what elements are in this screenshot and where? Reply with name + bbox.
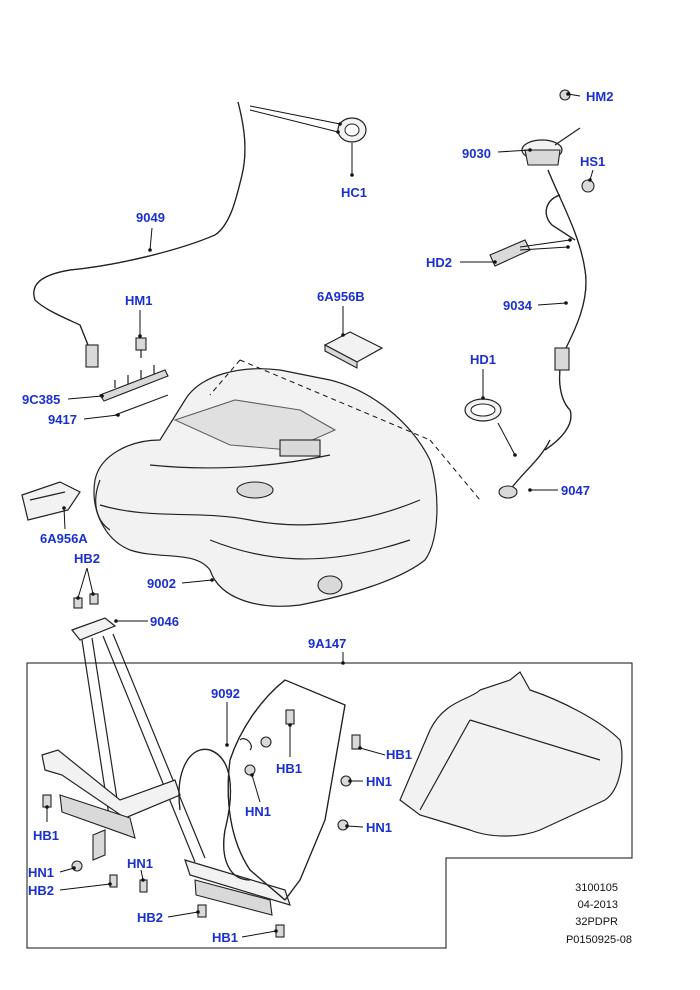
fuel-tank: [93, 368, 438, 607]
leader-dot: [493, 260, 497, 264]
callout-6a956a: 6A956A: [40, 531, 88, 546]
callout-9047: 9047: [561, 483, 590, 498]
hose-9049: [33, 101, 246, 368]
bracket-9c385: [99, 365, 169, 402]
leader-dot: [345, 824, 349, 828]
leader-dot: [210, 578, 214, 582]
callout-9092: 9092: [211, 686, 240, 701]
leader-dot: [350, 173, 354, 177]
nut-hs1: [581, 179, 595, 193]
leader-dot: [341, 333, 345, 337]
callout-hd1: HD1: [470, 352, 496, 367]
leader-dot: [62, 506, 66, 510]
clamp-hd1: [464, 398, 502, 422]
leader-dot: [141, 878, 145, 882]
leader-dot: [148, 248, 152, 252]
leader-dot: [568, 238, 572, 242]
leader-dot: [114, 619, 118, 623]
clip-hm1: [135, 337, 147, 358]
leader-dot: [336, 130, 340, 134]
leader-dot: [288, 723, 292, 727]
filler-cap-9030: [521, 127, 581, 166]
cradle-left: [41, 749, 181, 839]
leader-dot: [481, 396, 485, 400]
callout-9002: 9002: [147, 576, 176, 591]
leader-dot: [108, 882, 112, 886]
leader-dot: [45, 805, 49, 809]
fasteners: [42, 709, 361, 938]
leader-lines: [46, 93, 594, 938]
callout-9a147: 9A147: [308, 636, 346, 651]
leader-dot: [250, 773, 254, 777]
leader-dot: [91, 592, 95, 596]
leader-dot: [138, 334, 142, 338]
callout-hn1-r1: HN1: [366, 774, 392, 789]
callout-hm2: HM2: [586, 89, 613, 104]
leader-dot: [566, 245, 570, 249]
bolts-hb2-top: [73, 593, 99, 609]
leader-dot: [528, 148, 532, 152]
callout-9c385: 9C385: [22, 392, 60, 407]
callout-hn1-left: HN1: [28, 865, 54, 880]
hose-9047: [498, 439, 551, 499]
callout-hs1: HS1: [580, 154, 605, 169]
reference-block: 3100105 04-2013 32PDPR P0150925-08: [566, 882, 632, 946]
callout-9049: 9049: [136, 210, 165, 225]
frame-9a147: [227, 679, 346, 901]
reference-line-2: 04-2013: [578, 899, 618, 911]
callout-hn1-low: HN1: [127, 856, 153, 871]
leader-dot: [358, 746, 362, 750]
callout-6a956b: 6A956B: [317, 289, 365, 304]
filler-neck-9034: [544, 169, 587, 451]
reference-line-1: 3100105: [575, 882, 618, 894]
leader-dot: [338, 122, 342, 126]
cradle-right: [184, 859, 291, 916]
callout-labels: HM2 9030 HS1 HC1 9049 HD2 HM1 6A956B 903…: [22, 89, 613, 945]
callout-hb1-mid: HB1: [276, 761, 302, 776]
leader-dot: [513, 453, 517, 457]
leader-dot: [196, 910, 200, 914]
detail-frame: [26, 662, 633, 949]
dashed-outline: [209, 359, 481, 501]
callout-hb1-right: HB1: [386, 747, 412, 762]
leader-dot: [274, 929, 278, 933]
callout-hb2-left: HB2: [28, 883, 54, 898]
leader-dots: [45, 92, 592, 933]
callout-hb2-low: HB2: [137, 910, 163, 925]
callout-9034: 9034: [503, 298, 533, 313]
callout-9030: 9030: [462, 146, 491, 161]
leader-dot: [348, 779, 352, 783]
leader-dot: [564, 301, 568, 305]
leader-dot: [100, 394, 104, 398]
callout-hn1-mid: HN1: [245, 804, 271, 819]
callout-hb2-top: HB2: [74, 551, 100, 566]
leader-dot: [528, 488, 532, 492]
callout-hd2: HD2: [426, 255, 452, 270]
leader-dot: [588, 178, 592, 182]
leader-dot: [225, 743, 229, 747]
leader-dot: [116, 413, 120, 417]
reference-line-4: P0150925-08: [566, 934, 632, 946]
callout-hn1-r2: HN1: [366, 820, 392, 835]
leader-dot: [566, 92, 570, 96]
callout-hb1-bottom: HB1: [212, 930, 238, 945]
reference-line-3: 32PDPR: [575, 916, 618, 928]
bracket-9046: [71, 617, 117, 641]
leader-dot: [76, 596, 80, 600]
straps: [81, 633, 206, 863]
clip-hc1: [337, 117, 367, 143]
callout-9417: 9417: [48, 412, 77, 427]
hose-loop-9092: [178, 738, 252, 881]
callout-9046: 9046: [150, 614, 179, 629]
pad-6a956b: [323, 331, 384, 369]
callout-hb1-left: HB1: [33, 828, 59, 843]
heat-shield: [399, 671, 623, 837]
leader-dot: [72, 866, 76, 870]
seal-9417: [114, 394, 169, 416]
leader-dot: [341, 661, 345, 665]
callout-hc1: HC1: [341, 185, 367, 200]
shield-6a956a: [21, 481, 81, 521]
callout-hm1: HM1: [125, 293, 152, 308]
